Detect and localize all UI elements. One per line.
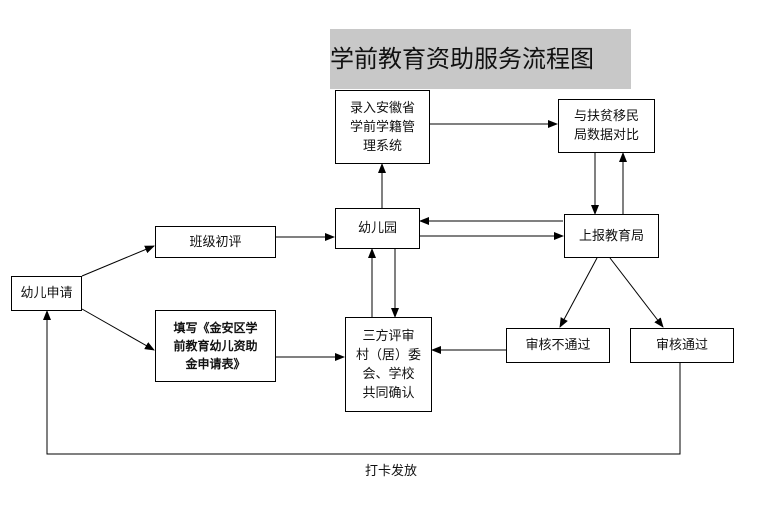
node-class-review: 班级初评 [155, 226, 276, 258]
node-fill-form: 填写《金安区学 前教育幼儿资助 金申请表》 [155, 310, 276, 382]
edge-passed-to-apply [43, 310, 681, 455]
node-kindergarten: 幼儿园 [335, 208, 420, 249]
node-tripartite: 三方评审 村（居）委 会、学校 共同确认 [345, 317, 432, 412]
diagram-title: 学前教育资助服务流程图 [330, 29, 631, 89]
edge-report-to-not-passed [559, 257, 598, 328]
node-apply: 幼儿申请 [11, 276, 82, 311]
edge-report-to-passed [609, 257, 664, 328]
diagram-title-text: 学前教育资助服务流程图 [330, 45, 594, 73]
node-report-bureau: 上报教育局 [564, 214, 659, 258]
edge-apply-to-fill-form [81, 308, 155, 351]
edge-label-print-card: 打卡发放 [365, 464, 418, 479]
node-not-passed: 审核不通过 [506, 328, 610, 363]
node-enter-system: 录入安徽省 学前学籍管 理系统 [335, 90, 430, 164]
edge-apply-to-class-review [81, 245, 155, 277]
node-passed: 审核通过 [630, 328, 734, 363]
node-compare: 与扶贫移民 局数据对比 [558, 99, 655, 153]
